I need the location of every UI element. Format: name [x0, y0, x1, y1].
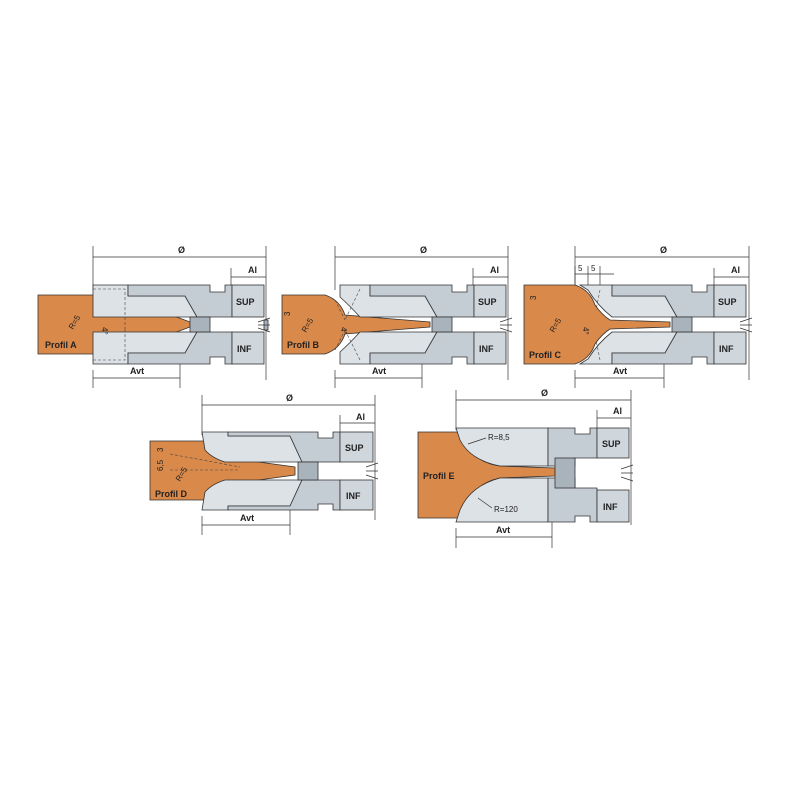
profile-c-depth: 3 [529, 295, 538, 300]
profile-b-inf-label: INF [479, 344, 494, 354]
profile-c-avt-label: Avt [613, 366, 627, 376]
profile-b-diameter-label: Ø [420, 245, 427, 255]
profile-a-inf-label: INF [237, 344, 252, 354]
profile-e-group: Ø Al SUP INF Avt Profil E R=8,5 R=120 [417, 388, 634, 548]
profile-d-inf-label: INF [346, 491, 361, 501]
profile-b-depth: 3 [283, 311, 292, 316]
profile-a-group: Ø Al SUP INF Avt Profil A R=5 4° [37, 245, 271, 388]
profile-b-sup-label: SUP [478, 297, 497, 307]
profile-a-sup-label: SUP [236, 297, 255, 307]
profile-b-group: Ø Al SUP INF Avt Profil B R=5 3 4° [281, 245, 513, 388]
profile-a-inf-box [231, 331, 265, 365]
profile-d-depth-2: 3 [156, 447, 165, 452]
profile-c-name: Profil C [529, 350, 562, 360]
profile-e-lower-cutter [455, 477, 549, 523]
profile-a-al-label: Al [248, 265, 257, 275]
profile-a-avt-label: Avt [130, 366, 144, 376]
profile-a-angle: 4° [100, 327, 109, 335]
profile-d-group: Ø Al SUP INF Avt Profil D R=5 6,5 3 [149, 393, 379, 535]
profile-c-diameter-label: Ø [660, 245, 667, 255]
profile-e-al-label: Al [613, 406, 622, 416]
profile-c-al-label: Al [731, 265, 740, 275]
profile-e-avt-label: Avt [496, 525, 510, 535]
profile-d-name: Profil D [155, 489, 188, 499]
profile-e-radius-bottom: R=120 [494, 505, 518, 514]
profile-b-name: Profil B [287, 340, 320, 350]
profile-b-avt-label: Avt [372, 366, 386, 376]
profile-d-diameter-label: Ø [286, 393, 293, 403]
profile-e-inf-label: INF [603, 502, 618, 512]
profile-c-step-2: 5 [591, 264, 596, 273]
profile-d-sup-label: SUP [345, 443, 364, 453]
profile-b-al-label: Al [490, 265, 499, 275]
profile-a-name: Profil A [45, 340, 77, 350]
profile-c-inf-label: INF [719, 344, 734, 354]
profile-d-depth-1: 6,5 [156, 459, 165, 471]
profile-e-upper-cutter [455, 427, 549, 467]
profile-c-step-1: 5 [578, 264, 583, 273]
profile-b-angle: 4° [339, 327, 348, 335]
profile-a-sup-box [231, 284, 265, 318]
profile-c-group: Ø Al 5 5 SUP INF Avt Profil C R=5 3 4° [523, 245, 753, 388]
profile-a-diameter-label: Ø [178, 245, 185, 255]
profile-b-wood [281, 294, 431, 355]
profile-c-wood [523, 284, 671, 365]
profile-c-sup-label: SUP [718, 297, 737, 307]
profile-e-name: Profil E [423, 471, 455, 481]
profile-c-angle: 4° [581, 327, 590, 335]
profile-e-diameter-label: Ø [541, 388, 548, 398]
profile-d-avt-label: Avt [240, 513, 254, 523]
profile-e-sup-label: SUP [602, 439, 621, 449]
profile-d-al-label: Al [356, 412, 365, 422]
profile-e-radius-top: R=8,5 [488, 433, 510, 442]
